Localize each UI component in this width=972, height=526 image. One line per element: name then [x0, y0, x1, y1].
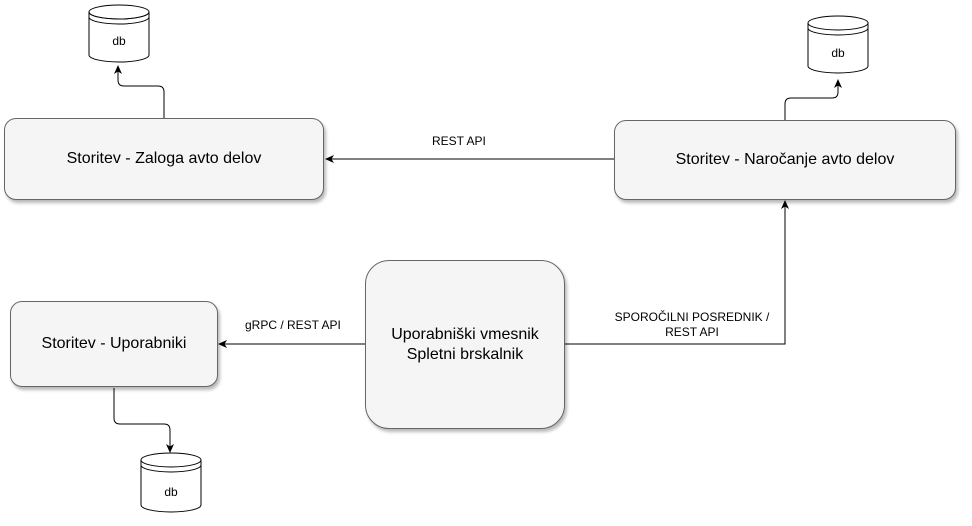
edge-label-broker-line2: REST API	[665, 325, 719, 339]
ui-label-line1: Uporabniški vmesnik	[391, 325, 539, 343]
service-label: Storitev - Uporabniki	[41, 335, 187, 352]
edge-label-broker: SPOROČILNI POSREDNIK / REST API	[604, 310, 780, 340]
database-icon-zaloga: db	[88, 4, 150, 63]
edge-label-broker-line1: SPOROČILNI POSREDNIK /	[614, 310, 770, 324]
edge-zaloga-to-db	[114, 65, 165, 118]
edge-label-grpc-rest: gRPC / REST API	[245, 318, 341, 333]
service-box-uporabniki[interactable]: Storitev - Uporabniki	[10, 301, 218, 387]
edge-ui-to-narocanje	[565, 200, 789, 345]
database-icon-uporabniki: db	[140, 452, 202, 513]
edge-label-rest-api: REST API	[432, 134, 486, 149]
db-label: db	[831, 46, 845, 60]
service-box-zaloga[interactable]: Storitev - Zaloga avto delov	[4, 118, 324, 200]
edge-uporabniki-to-db	[113, 388, 174, 453]
ui-box-browser[interactable]: Uporabniški vmesnik Spletni brskalnik	[365, 260, 565, 429]
db-label: db	[164, 485, 178, 499]
edge-narocanje-to-db	[784, 79, 842, 120]
database-icon-narocanje: db	[807, 15, 869, 74]
service-label: Storitev - Zaloga avto delov	[66, 150, 262, 167]
db-label: db	[112, 34, 126, 48]
service-box-narocanje[interactable]: Storitev - Naročanje avto delov	[614, 120, 956, 200]
ui-label-line2: Spletni brskalnik	[406, 345, 524, 363]
service-label: Storitev - Naročanje avto delov	[675, 151, 895, 168]
